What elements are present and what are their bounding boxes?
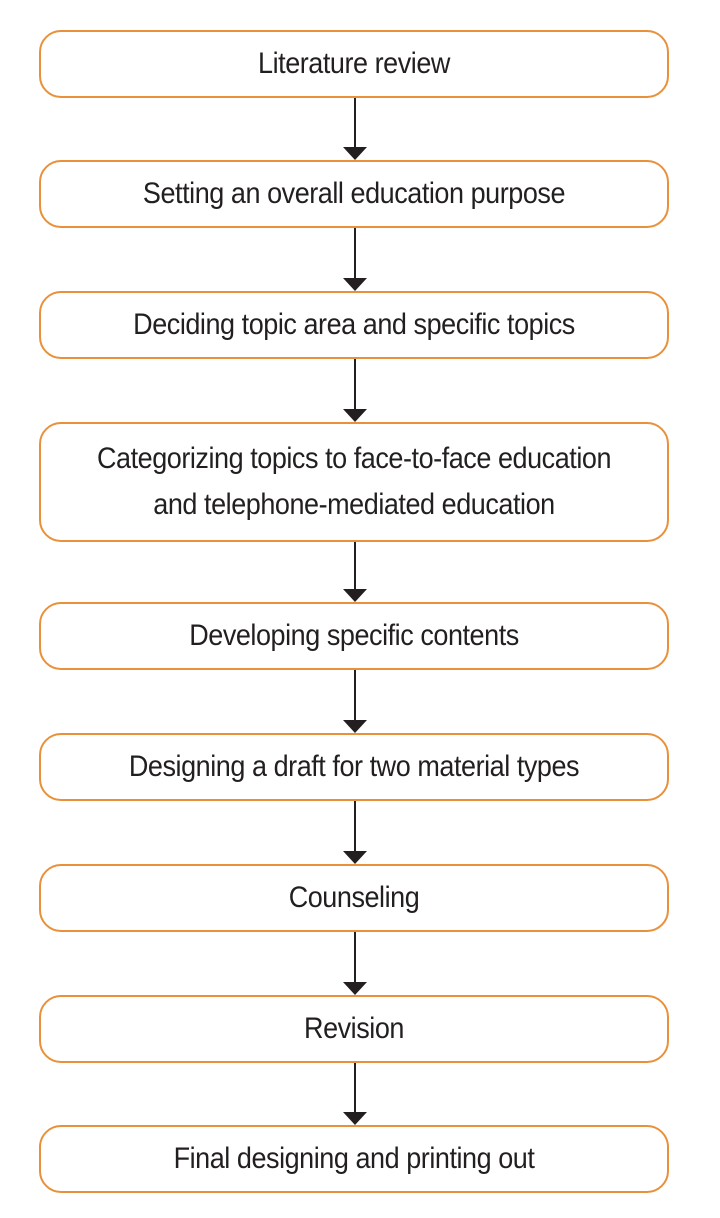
step-label: Categorizing topics to face-to-face educ… [96,442,612,521]
step-setting-purpose: Setting an overall education purpose [39,160,669,228]
step-label: Literature review [258,47,450,80]
arrow-shaft [354,542,356,592]
arrow-head [343,409,367,422]
arrow-head [343,1112,367,1125]
arrow-head [343,720,367,733]
flow-arrow [343,670,367,733]
step-label: Developing specific contents [189,619,519,652]
step-label: Counseling [288,881,420,914]
step-revision: Revision [39,995,669,1063]
arrow-head [343,278,367,291]
step-designing-draft: Designing a draft for two material types [39,733,669,801]
arrow-head [343,589,367,602]
flow-arrow [343,801,367,864]
step-final-designing: Final designing and printing out [39,1125,669,1193]
step-counseling: Counseling [39,864,669,932]
flow-arrow [343,542,367,602]
flow-arrow [343,932,367,995]
arrow-shaft [354,932,356,985]
arrow-shaft [354,1063,356,1115]
arrow-shaft [354,801,356,854]
step-categorizing-topics: Categorizing topics to face-to-face educ… [39,422,669,542]
step-developing-contents: Developing specific contents [39,602,669,670]
step-label: Designing a draft for two material types [128,750,580,783]
flow-arrow [343,228,367,291]
arrow-shaft [354,359,356,412]
step-literature-review: Literature review [39,30,669,98]
arrow-head [343,147,367,160]
flow-arrow [343,1063,367,1125]
arrow-shaft [354,98,356,150]
arrow-head [343,982,367,995]
arrow-head [343,851,367,864]
step-label: Revision [304,1012,404,1045]
flow-arrow [343,359,367,422]
flow-arrow [343,98,367,160]
arrow-shaft [354,670,356,723]
arrow-shaft [354,228,356,281]
step-label: Final designing and printing out [173,1142,535,1175]
step-deciding-topics: Deciding topic area and specific topics [39,291,669,359]
step-label: Setting an overall education purpose [142,177,566,210]
step-label: Deciding topic area and specific topics [133,308,575,341]
